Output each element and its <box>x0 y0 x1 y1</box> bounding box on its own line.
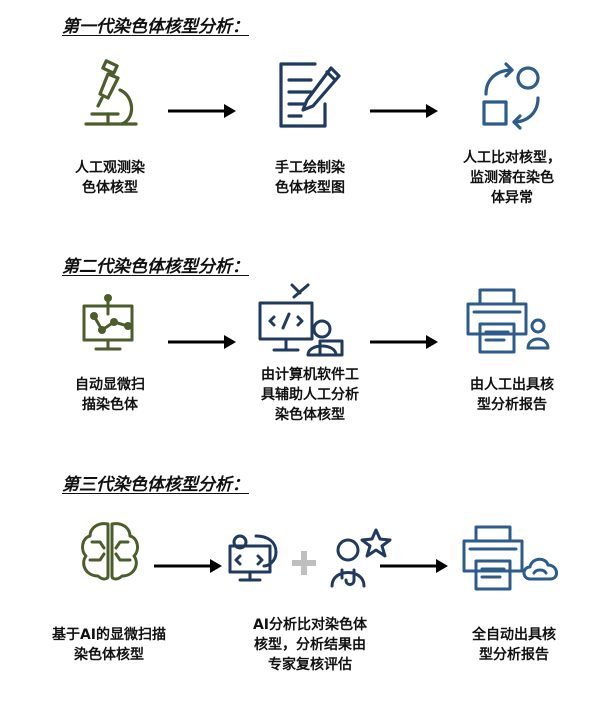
ai-computer-icon <box>228 534 280 584</box>
arrow-2-1 <box>168 334 236 350</box>
arrow-3-1 <box>154 558 222 574</box>
printer-cloud-icon <box>460 525 564 591</box>
section-3-title: 第三代染色体核型分析： <box>62 475 249 495</box>
arrow-2-2 <box>370 334 438 350</box>
section-1-title: 第一代染色体核型分析： <box>62 17 249 37</box>
step-1-1-label: 人工观测染 色体核型 <box>75 160 145 196</box>
step-2-3-label: 由人工出具核 型分析报告 <box>470 377 554 413</box>
doctor-star-icon <box>330 528 392 590</box>
computer-code-user-icon <box>258 283 344 359</box>
step-3-2-label: AI分析比对染色体 核型，分析结果由 专家复核评估 <box>252 617 368 673</box>
arrow-3-2 <box>380 558 448 574</box>
section-2-title: 第二代染色体核型分析： <box>62 257 249 277</box>
step-2-2-label: 由计算机软件工 具辅助人工分析 染色体核型 <box>261 367 359 423</box>
compare-exchange-icon <box>478 62 546 130</box>
arrow-1-1 <box>168 103 236 119</box>
plus-icon <box>291 550 317 576</box>
step-3-1-label: 基于AI的显微扫描 染色体核型 <box>51 627 167 663</box>
step-1-2-label: 手工绘制染 色体核型图 <box>275 160 345 196</box>
microscope-icon <box>78 59 142 132</box>
step-3-3-label: 全自动出具核 型分析报告 <box>472 627 556 663</box>
step-1-3-label: 人工比对核型， 监测潜在染色 体异常 <box>463 150 561 206</box>
ai-brain-icon <box>78 520 142 582</box>
printer-user-icon <box>464 288 554 356</box>
monitor-network-icon <box>80 292 140 354</box>
arrow-1-2 <box>370 103 438 119</box>
document-pen-icon <box>275 60 347 132</box>
step-2-1-label: 自动显微扫 描染色体 <box>75 377 145 413</box>
